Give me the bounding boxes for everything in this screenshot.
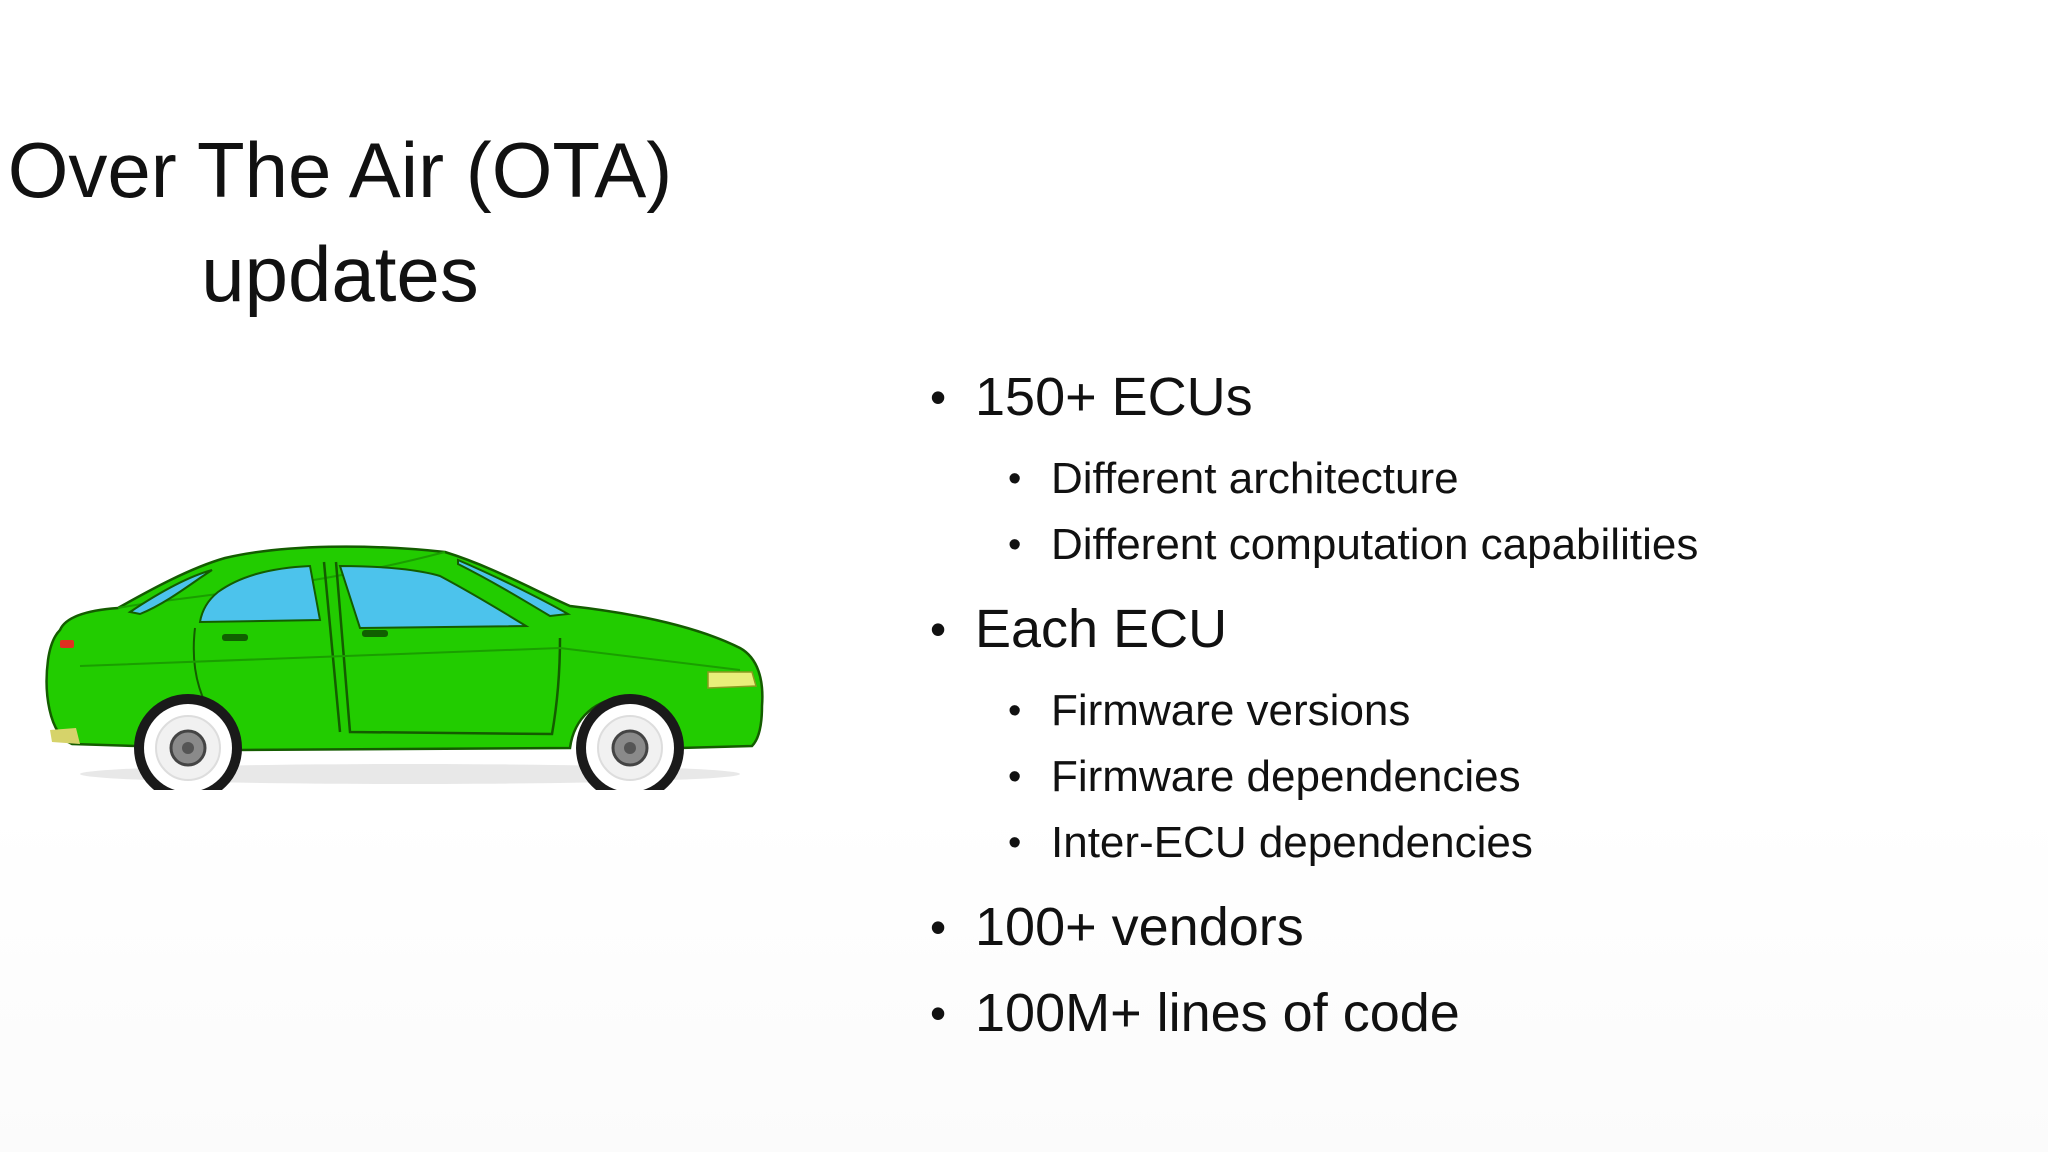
sub-bullet-inter-ecu-dependencies: Inter-ECU dependencies xyxy=(1008,810,2010,876)
slide-title: Over The Air (OTA) updates xyxy=(0,118,680,326)
bullet-list: 150+ ECUs Different architecture Differe… xyxy=(930,360,2010,1050)
car-shadow xyxy=(80,764,740,784)
bullet-each-ecu: Each ECU xyxy=(930,592,2010,666)
rear-door-handle xyxy=(222,634,248,641)
back-side-window xyxy=(198,564,322,624)
green-sedan-car-icon xyxy=(45,545,764,790)
head-light xyxy=(707,671,757,689)
windshield xyxy=(457,558,572,618)
tail-light xyxy=(60,640,74,648)
front-door-handle xyxy=(362,630,388,637)
bullet-ecus: 150+ ECUs xyxy=(930,360,2010,434)
rear-wheel xyxy=(134,694,242,790)
door-line-b-pillar xyxy=(322,561,342,733)
rear-window xyxy=(127,569,213,616)
rear-bumper xyxy=(50,728,80,744)
body-crease xyxy=(79,646,741,671)
sub-bullet-architecture: Different architecture xyxy=(1008,446,2010,512)
front-wheel xyxy=(576,694,684,790)
sub-bullet-computation: Different computation capabilities xyxy=(1008,512,2010,578)
front-side-window xyxy=(338,564,530,630)
sub-bullet-firmware-versions: Firmware versions xyxy=(1008,678,2010,744)
slide-title-line-1: Over The Air (OTA) xyxy=(7,126,673,214)
bullet-lines-of-code: 100M+ lines of code xyxy=(930,976,2010,1050)
bullet-vendors: 100+ vendors xyxy=(930,890,2010,964)
slide-title-line-2: updates xyxy=(201,230,479,318)
front-door-outline xyxy=(334,561,562,736)
sub-bullet-firmware-dependencies: Firmware dependencies xyxy=(1008,744,2010,810)
